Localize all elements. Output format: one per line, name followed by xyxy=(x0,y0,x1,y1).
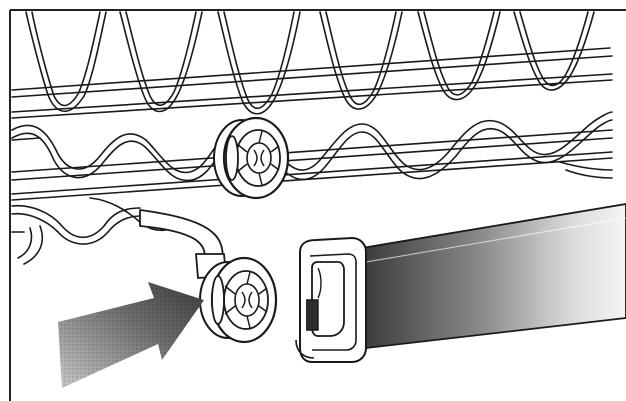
upper-wheel-icon xyxy=(213,116,290,200)
basket-lower-rails xyxy=(11,129,613,201)
rail-icon xyxy=(295,203,626,363)
frame-border xyxy=(9,9,626,401)
basket-lower-zigzag xyxy=(11,111,613,182)
lower-wheel-icon xyxy=(199,256,278,344)
basket-cross-wires xyxy=(11,137,613,179)
arrow-icon xyxy=(58,282,204,388)
basket-bottom-loops xyxy=(11,197,183,265)
basket-top-wires xyxy=(11,47,613,119)
rail-slot xyxy=(311,261,345,337)
basket-icon xyxy=(11,11,613,265)
basket-zigzag-tines xyxy=(25,11,595,115)
